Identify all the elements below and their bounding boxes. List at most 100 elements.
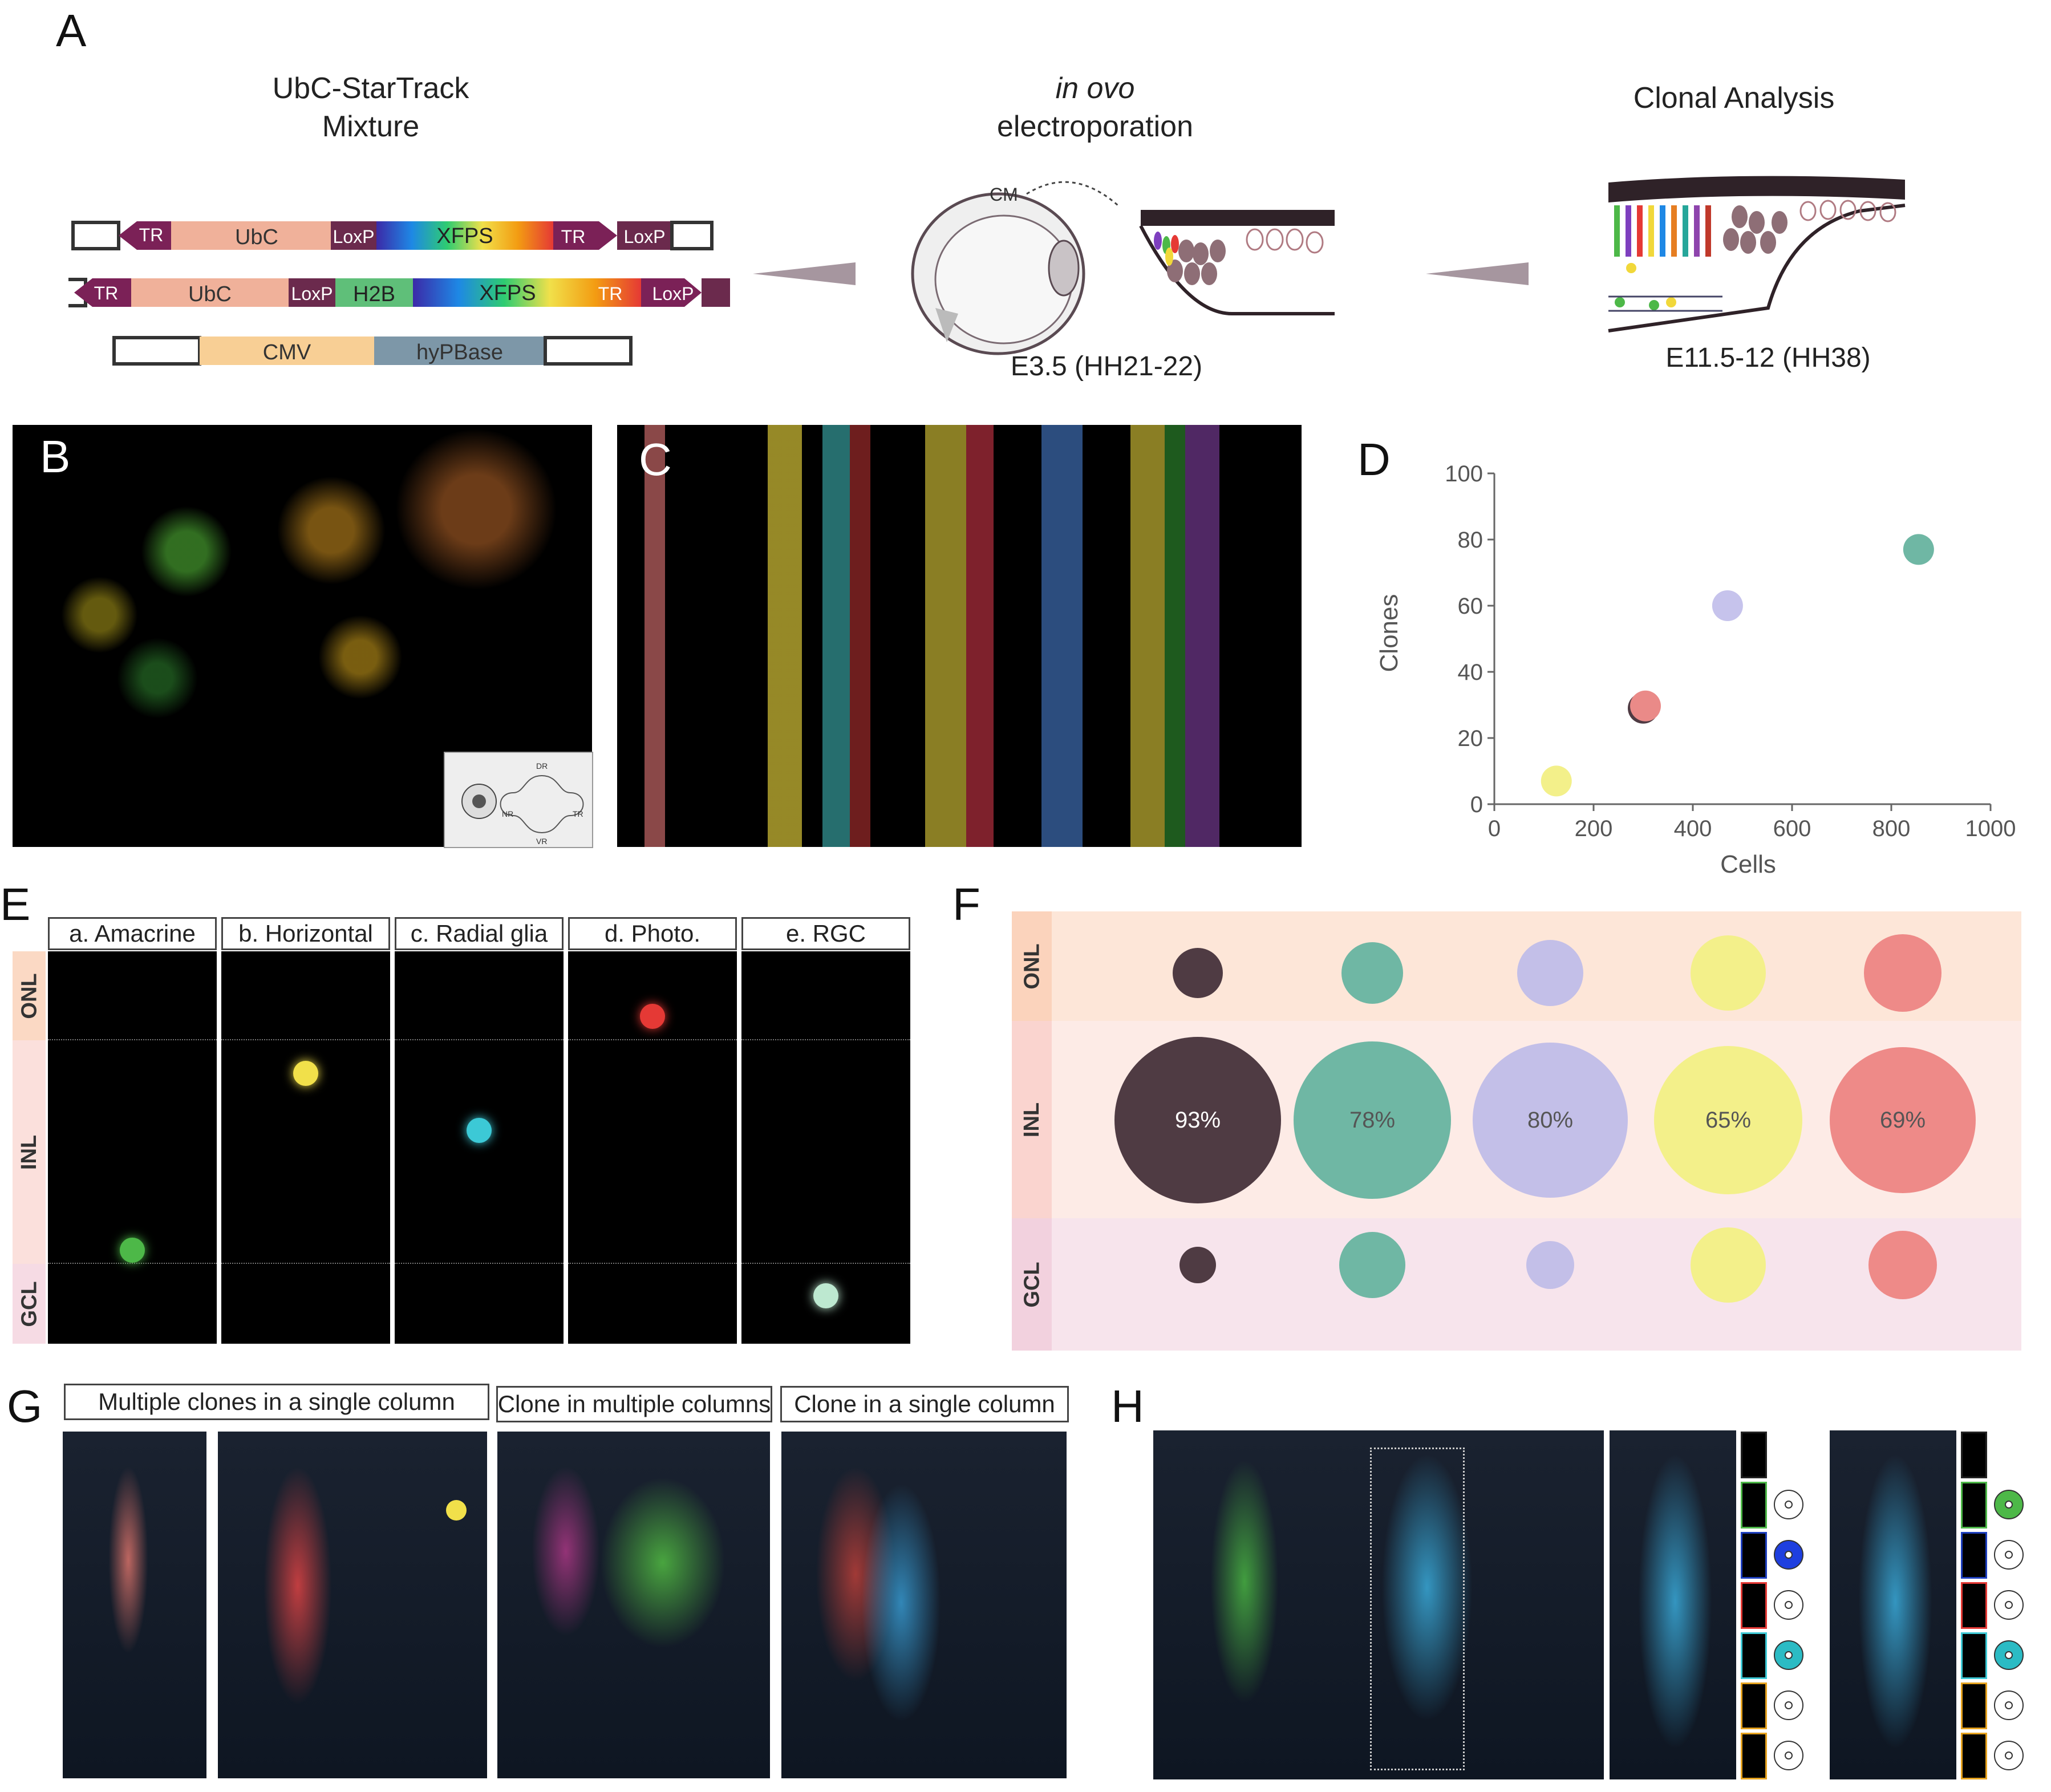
x-tick-label-2: 400 bbox=[1674, 816, 1712, 841]
f-bubble-onl-3 bbox=[1517, 940, 1583, 1006]
h1-marker-icon-7 bbox=[1774, 1741, 1803, 1770]
h1-swatch-3 bbox=[1741, 1532, 1767, 1579]
x-tick-label-0: 0 bbox=[1488, 816, 1501, 841]
e-gcl-band bbox=[13, 1264, 46, 1344]
x-tick-label-1: 200 bbox=[1575, 816, 1613, 841]
c1-loxp-right: LoxP bbox=[624, 226, 666, 247]
scatter-point-3 bbox=[1630, 690, 1661, 721]
h2-swatch-1 bbox=[1961, 1432, 1987, 1478]
eye-illustration: CM bbox=[911, 181, 1335, 355]
f-label-col-onl bbox=[1012, 911, 1052, 1021]
inset-dr: DR bbox=[536, 761, 548, 771]
scatter-point-4 bbox=[1712, 590, 1743, 621]
arrow-step1 bbox=[753, 262, 856, 285]
f-bubble-gcl-5 bbox=[1868, 1231, 1937, 1299]
inset-tr: TR bbox=[573, 809, 583, 818]
y-axis-label: Clones bbox=[1375, 594, 1403, 672]
cm-label: CM bbox=[990, 184, 1018, 205]
h2-swatch-3 bbox=[1961, 1532, 1987, 1579]
construct-row-1: TR UbC LoxP XFPS TR LoxP bbox=[71, 221, 714, 250]
y-tick-label-3: 60 bbox=[1458, 594, 1483, 619]
c2-loxp-right: LoxP bbox=[652, 283, 694, 304]
retina-clonal-illustration bbox=[1608, 176, 1906, 333]
h-image-overview bbox=[1153, 1430, 1604, 1779]
scatter-point-5 bbox=[1903, 534, 1934, 565]
panel-b-micrograph bbox=[13, 425, 592, 847]
g-label-single-column: Clone in a single column bbox=[780, 1386, 1069, 1422]
f-bubble-inl-2: 78% bbox=[1294, 1041, 1451, 1199]
inset-vr: VR bbox=[536, 837, 547, 846]
h1-marker-icon-6 bbox=[1774, 1690, 1803, 1720]
c1-xfps: XFPS bbox=[436, 224, 493, 248]
e-image-2 bbox=[221, 951, 390, 1344]
c1-ubc: UbC bbox=[235, 225, 278, 249]
stage-e11-5: E11.5-12 (HH38) bbox=[1665, 343, 1871, 373]
x-axis-label: Cells bbox=[1720, 850, 1776, 878]
f-bubble-inl-3: 80% bbox=[1473, 1043, 1628, 1198]
c3-hypbase: hyPBase bbox=[416, 340, 503, 364]
scatter-point-1 bbox=[1541, 765, 1572, 797]
g-image-3 bbox=[497, 1432, 770, 1778]
e-image-1 bbox=[48, 951, 217, 1344]
e-header-1: a. Amacrine bbox=[48, 917, 217, 950]
panel-letter-c: C bbox=[639, 434, 672, 485]
stage-e3-5: E3.5 (HH21-22) bbox=[1010, 351, 1203, 382]
e-label-gcl: GCL bbox=[17, 1280, 42, 1327]
plasmid-constructs: TR UbC LoxP XFPS TR LoxP TR UbC LoxP H2B… bbox=[68, 221, 730, 366]
panel-letter-b: B bbox=[40, 431, 71, 482]
c2-h2b: H2B bbox=[353, 282, 395, 306]
h-image-zoom-2 bbox=[1830, 1430, 1956, 1779]
h2-marker-icon-4 bbox=[1994, 1590, 2024, 1620]
e-inl-band bbox=[13, 1040, 46, 1264]
c1-tr-right: TR bbox=[561, 226, 586, 247]
f-bubble-onl-1 bbox=[1173, 948, 1223, 998]
panel-letter-d: D bbox=[1357, 434, 1391, 485]
c2-tr-right: TR bbox=[598, 283, 623, 304]
h1-marker-icon-5 bbox=[1774, 1640, 1803, 1670]
h1-swatch-2 bbox=[1741, 1482, 1767, 1529]
e-image-3 bbox=[395, 951, 564, 1344]
panel-c-micrograph bbox=[617, 425, 1302, 847]
f-row-gcl bbox=[1012, 1218, 2021, 1351]
arrow-step2 bbox=[1426, 262, 1529, 285]
g-image-2 bbox=[218, 1432, 487, 1778]
h2-swatch-6 bbox=[1961, 1682, 1987, 1729]
e-image-4 bbox=[568, 951, 737, 1344]
c2-loxp: LoxP bbox=[291, 283, 333, 304]
f-bubble-onl-2 bbox=[1341, 942, 1403, 1004]
c2-tr-left: TR bbox=[94, 283, 119, 303]
f-bubble-onl-4 bbox=[1691, 935, 1766, 1011]
c3-cmv: CMV bbox=[263, 340, 311, 364]
c1-loxp: LoxP bbox=[333, 226, 375, 247]
panel-letter-g: G bbox=[7, 1381, 43, 1432]
h1-swatch-4 bbox=[1741, 1582, 1767, 1629]
in-ovo-title: in ovo bbox=[1055, 72, 1135, 105]
e-header-4: d. Photo. bbox=[568, 917, 737, 950]
f-bubble-gcl-3 bbox=[1526, 1241, 1574, 1289]
g-image-4 bbox=[781, 1432, 1067, 1778]
e-header-2: b. Horizontal bbox=[221, 917, 390, 950]
f-bubble-gcl-4 bbox=[1691, 1227, 1766, 1303]
f-label-onl: ONL bbox=[1020, 943, 1044, 990]
construct-row-3: CMV hyPBase bbox=[112, 336, 633, 366]
h2-swatch-7 bbox=[1961, 1733, 1987, 1779]
h-image-zoom-1 bbox=[1610, 1430, 1736, 1779]
f-label-gcl: GCL bbox=[1020, 1261, 1044, 1308]
f-bubble-inl-5: 69% bbox=[1830, 1047, 1976, 1193]
h2-marker-icon-6 bbox=[1994, 1690, 2024, 1720]
e-onl-band bbox=[13, 951, 46, 1040]
y-tick-label-1: 20 bbox=[1458, 726, 1483, 751]
c1-tr-left: TR bbox=[139, 225, 164, 245]
e-label-inl: INL bbox=[17, 1134, 42, 1170]
electroporation-title: electroporation bbox=[997, 110, 1193, 143]
h1-marker-icon-3 bbox=[1774, 1540, 1803, 1570]
h1-swatch-1 bbox=[1741, 1432, 1767, 1478]
e-label-onl: ONL bbox=[17, 972, 42, 1019]
f-label-col-gcl bbox=[1012, 1218, 1052, 1351]
panel-letter-h: H bbox=[1111, 1381, 1144, 1432]
y-tick-label-4: 80 bbox=[1458, 528, 1483, 553]
g-image-1 bbox=[63, 1432, 206, 1778]
c2-ubc: UbC bbox=[188, 282, 232, 306]
f-bubble-inl-1: 93% bbox=[1114, 1037, 1281, 1203]
